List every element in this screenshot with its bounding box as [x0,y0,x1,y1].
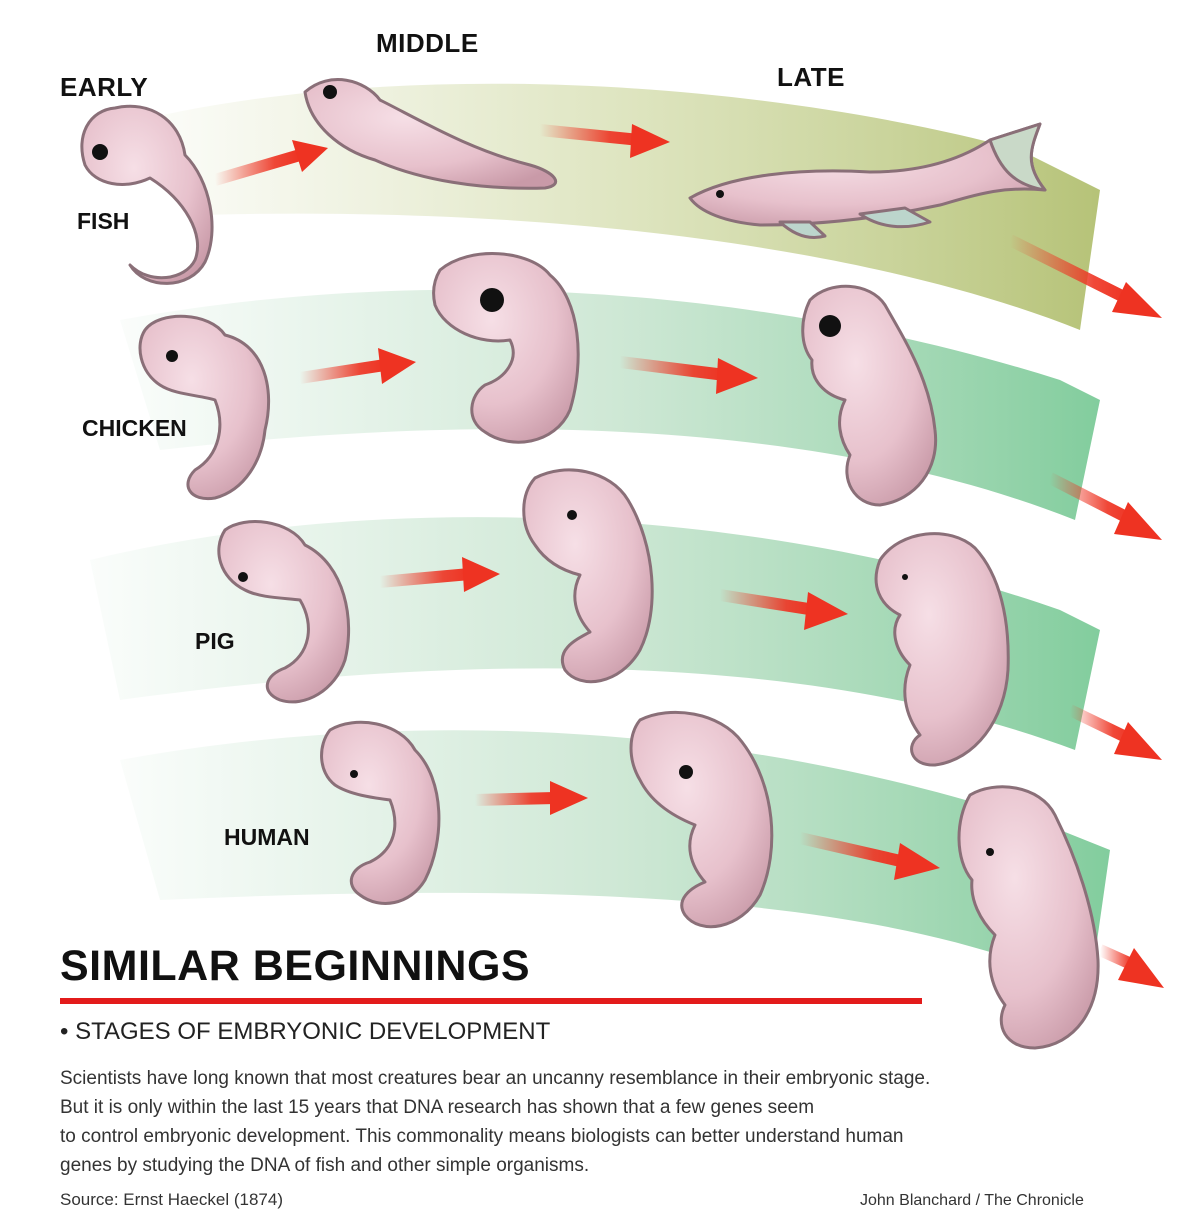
fish-middle-embryo [303,78,558,190]
arrow-fish-off [1007,234,1162,318]
arrow-pig-early-middle [379,557,500,592]
species-label-fish: FISH [77,208,130,234]
artist-credit: John Blanchard / The Chronicle [860,1192,1084,1209]
species-label-human: HUMAN [224,824,310,850]
species-label-chicken: CHICKEN [82,415,187,441]
description-text: Scientists have long known that most cre… [60,1064,1160,1180]
description-line: But it is only within the last 15 years … [60,1097,815,1118]
pig-early-embryo [217,520,351,704]
human-early-embryo [320,720,441,905]
arrow-chicken-middle-late [619,356,758,394]
stage-label-late: LATE [777,62,845,92]
title-rule [60,998,922,1004]
description-line: genes by studying the DNA of fish and ot… [60,1155,590,1176]
arrow-pig-off [1067,704,1162,760]
fish-early-embryo [80,104,214,285]
pig-late-embryo [874,532,1010,767]
human-middle-embryo [629,710,774,929]
pig-middle-embryo [522,468,654,684]
fish-band [140,83,1100,330]
chicken-late-embryo [801,284,938,507]
stage-label-early: EARLY [60,72,149,102]
diagram-title: SIMILAR BEGINNINGS [60,942,531,990]
source-credit: Source: Ernst Haeckel (1874) [60,1190,283,1209]
chicken-middle-embryo [432,252,580,444]
description-line: to control embryonic development. This c… [60,1126,904,1147]
diagram-subtitle: • STAGES OF EMBRYONIC DEVELOPMENT [60,1018,551,1045]
arrow-chicken-early-middle [299,348,416,384]
arrow-fish-middle-late [539,124,670,158]
description-line: Scientists have long known that most cre… [60,1068,931,1089]
human-late-fetus [957,785,1100,1050]
species-label-pig: PIG [195,628,235,654]
arrow-pig-middle-late [719,589,848,630]
fish-late-fish [688,122,1047,239]
arrow-human-off [1097,944,1164,988]
stage-label-middle: MIDDLE [376,28,479,58]
arrow-chicken-off [1047,472,1162,540]
chicken-early-embryo [138,314,271,501]
arrow-fish-early-middle [213,140,328,186]
arrow-human-early-middle [474,781,588,815]
arrow-human-middle-late [798,832,940,880]
